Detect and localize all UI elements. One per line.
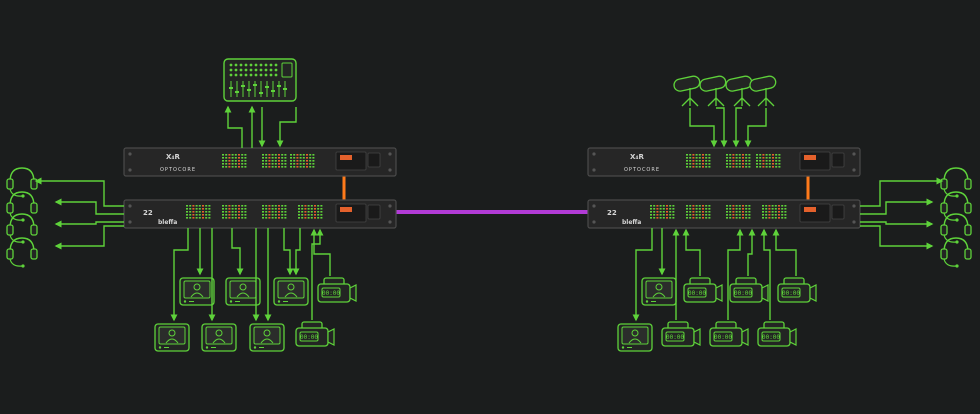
monitor-icon xyxy=(249,323,285,352)
monitor-icon xyxy=(225,277,261,306)
camera-icon xyxy=(729,277,769,303)
mixer-console-icon xyxy=(223,58,297,102)
left-top-brand: OPTOCORE xyxy=(160,167,196,173)
camera-icon xyxy=(295,321,335,347)
left-bottom-logo: bleffa xyxy=(158,219,177,226)
left-system: X₄R OPTOCORE 22 bleffa xyxy=(6,58,397,352)
monitor-icon xyxy=(154,323,190,352)
right-system: X₄R OPTOCORE 22 bleffa xyxy=(587,74,972,352)
camera-icon xyxy=(757,321,797,347)
headset-icon xyxy=(940,167,972,199)
headset-icon xyxy=(6,213,38,245)
left-bottom-unit: 22 bleffa xyxy=(123,199,397,229)
monitor-icon xyxy=(617,323,653,352)
right-bottom-model: 22 xyxy=(607,209,617,217)
monitor-icon xyxy=(179,277,215,306)
camera-icon xyxy=(661,321,701,347)
monitor-icon xyxy=(273,277,309,306)
headset-icon xyxy=(940,213,972,245)
right-top-brand: OPTOCORE xyxy=(624,167,660,173)
right-bottom-logo: bleffa xyxy=(622,219,641,226)
camera-icon xyxy=(317,277,357,303)
left-top-logo: X₄R xyxy=(166,153,180,161)
right-top-logo: X₄R xyxy=(630,153,644,161)
left-top-unit: X₄R OPTOCORE xyxy=(123,147,397,177)
headset-icon xyxy=(6,167,38,199)
camera-icon xyxy=(777,277,817,303)
right-top-unit: X₄R OPTOCORE xyxy=(587,147,861,177)
microphone-icon xyxy=(672,74,702,107)
monitor-icon xyxy=(201,323,237,352)
microphone-icon xyxy=(724,74,754,107)
camera-icon xyxy=(683,277,723,303)
camera-icon xyxy=(709,321,749,347)
left-bottom-model: 22 xyxy=(143,209,153,217)
monitor-icon xyxy=(641,277,677,306)
right-bottom-unit: 22 bleffa xyxy=(587,199,861,229)
microphone-icon xyxy=(698,74,728,107)
microphone-icon xyxy=(748,74,778,107)
